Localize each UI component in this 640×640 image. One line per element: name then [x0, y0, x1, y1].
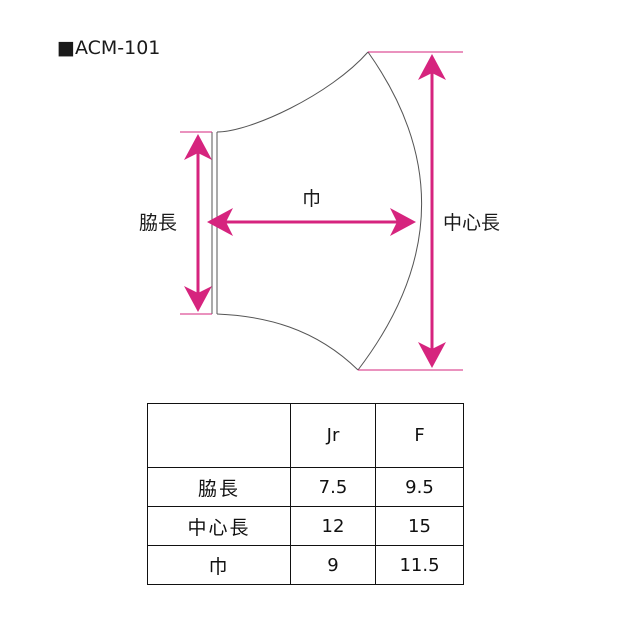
size-table-row-center-length: 中心長 12 15 — [147, 506, 464, 546]
outline-bottom-curve — [216, 313, 359, 371]
size-table-corner-cell — [147, 403, 291, 468]
size-table: Jr F 脇長 7.5 9.5 中心長 12 15 巾 9 11.5 — [147, 403, 464, 585]
size-table-header-row: Jr F — [147, 403, 464, 468]
size-table-cell-jr: 9 — [290, 545, 376, 585]
product-code: ■ACM-101 — [57, 37, 160, 59]
size-table-row-label: 脇長 — [147, 467, 291, 507]
size-table-row-width: 巾 9 11.5 — [147, 545, 464, 585]
center-length-label: 中心長 — [443, 212, 500, 234]
width-label: 巾 — [302, 188, 321, 210]
size-table-cell-f: 9.5 — [375, 467, 464, 507]
mask-outline — [211, 51, 422, 371]
size-table-row-side-length: 脇長 7.5 9.5 — [147, 467, 464, 507]
size-table-header-jr: Jr — [290, 403, 376, 468]
size-table-header-f: F — [375, 403, 464, 468]
mask-pattern-diagram: ■ACM-101 脇長 — [57, 37, 500, 371]
side-length-label: 脇長 — [139, 212, 177, 234]
size-table-row-label: 中心長 — [147, 506, 291, 546]
width-arrow — [207, 208, 416, 236]
dimension-arrows — [184, 54, 446, 368]
extension-lines — [180, 51, 463, 371]
side-length-arrow — [184, 134, 212, 312]
outline-top-curve — [216, 51, 369, 133]
size-table-cell-f: 15 — [375, 506, 464, 546]
size-table-row-label: 巾 — [147, 545, 291, 585]
center-length-arrow — [418, 54, 446, 368]
size-table-cell-f: 11.5 — [375, 545, 464, 585]
size-table-cell-jr: 12 — [290, 506, 376, 546]
size-table-cell-jr: 7.5 — [290, 467, 376, 507]
outline-center-curve — [357, 51, 422, 371]
